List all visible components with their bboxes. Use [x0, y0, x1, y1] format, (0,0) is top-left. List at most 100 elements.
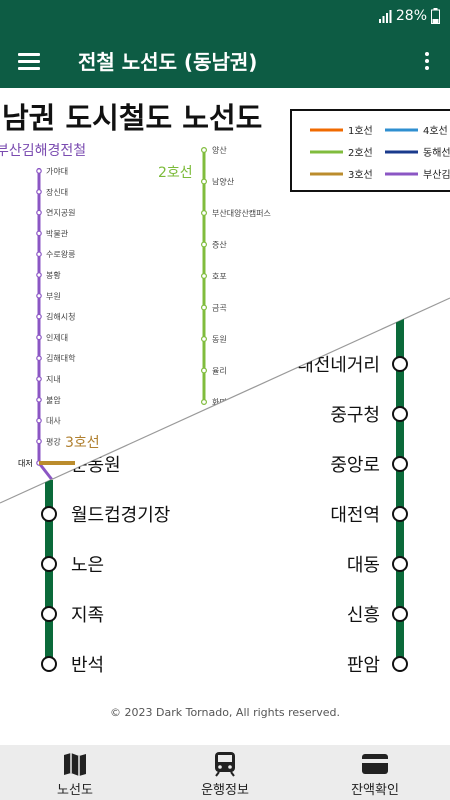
station-label[interactable]: 부원 — [46, 292, 61, 301]
station-label[interactable]: 동원 — [212, 335, 227, 344]
app-toolbar: 전철 노선도 (동남권) — [0, 34, 450, 88]
station-marker[interactable] — [36, 209, 42, 216]
station-marker[interactable] — [201, 273, 208, 280]
status-indicators: 28% — [378, 8, 440, 24]
legend-label: 1호선 — [348, 125, 373, 137]
zoom-station-marker[interactable] — [41, 656, 57, 672]
station-label[interactable]: 장신대 — [46, 187, 68, 197]
train-icon — [215, 752, 235, 777]
zoom-station-label[interactable]: 노은 — [71, 555, 104, 576]
station-label[interactable]: 평강 — [46, 436, 61, 446]
station-label[interactable]: 화명 — [212, 397, 227, 407]
station-marker[interactable] — [36, 272, 42, 278]
zoom-station-marker[interactable] — [392, 356, 408, 372]
signal-icon — [378, 10, 392, 23]
zoom-station-label[interactable]: 지족 — [71, 605, 104, 626]
zoom-station-marker[interactable] — [41, 606, 57, 622]
zoom-station-marker[interactable] — [392, 556, 408, 572]
station-label[interactable]: 대저 — [18, 459, 33, 468]
station-label[interactable]: 부산대양산캠퍼스 — [212, 208, 271, 218]
station-label[interactable]: 수로왕릉 — [46, 250, 75, 259]
station-label[interactable]: 금곡 — [212, 304, 227, 313]
zoom-station-label[interactable]: 월드컵경기장 — [71, 505, 170, 526]
station-label[interactable]: 남양산 — [212, 177, 235, 187]
station-label[interactable]: 김해시청 — [46, 312, 75, 322]
map-icon — [64, 753, 86, 776]
station-marker[interactable] — [36, 355, 42, 362]
zoom-station-label[interactable]: 대전역 — [330, 505, 380, 526]
station-marker[interactable] — [201, 304, 208, 311]
label-busan-gimhae-line: 부산김해경전철 — [0, 143, 86, 159]
station-label[interactable]: 양산 — [212, 145, 227, 155]
zoom-station-label[interactable]: 판암 — [347, 655, 380, 676]
nav-balance-check[interactable]: 잔액확인 — [300, 745, 450, 800]
nav-operation-info-label: 운행정보 — [201, 783, 249, 798]
card-icon — [362, 754, 388, 774]
station-marker[interactable] — [201, 241, 208, 248]
battery-icon — [431, 8, 440, 24]
zoom-station-marker[interactable] — [392, 406, 408, 422]
station-marker[interactable] — [36, 168, 42, 174]
station-marker[interactable] — [201, 178, 208, 185]
station-label[interactable]: 증산 — [212, 240, 227, 250]
station-marker[interactable] — [36, 438, 42, 445]
station-marker[interactable] — [36, 189, 42, 195]
station-label[interactable]: 가야대 — [46, 166, 68, 176]
station-label[interactable]: 지내 — [46, 375, 61, 384]
zoom-station-marker[interactable] — [392, 456, 408, 472]
station-label[interactable]: 불암 — [46, 395, 61, 405]
zoom-station-label[interactable]: 대동 — [347, 555, 380, 576]
station-marker[interactable] — [36, 396, 42, 403]
zoom-station-label[interactable]: 반석 — [71, 655, 104, 676]
map-legend: 1호선4호선2호선동해선3호선부산김해 — [290, 109, 450, 192]
station-marker[interactable] — [201, 399, 208, 406]
nav-operation-info[interactable]: 운행정보 — [150, 745, 300, 800]
station-label[interactable]: 박물관 — [46, 228, 69, 238]
station-marker[interactable] — [36, 376, 42, 382]
nav-map-label: 노선도 — [57, 783, 93, 798]
legend-label: 2호선 — [348, 147, 373, 159]
zoom-divider-line — [0, 297, 450, 504]
zoom-station-marker[interactable] — [392, 656, 408, 672]
legend-label: 동해선 — [423, 146, 450, 159]
bottom-navigation: 노선도 운행정보 잔액확인 — [0, 745, 450, 800]
zoom-station-marker[interactable] — [392, 606, 408, 622]
station-label[interactable]: 봉황 — [46, 270, 61, 280]
busan-gimhae-line-ext — [37, 462, 55, 482]
station-marker[interactable] — [201, 146, 208, 153]
station-marker[interactable] — [36, 334, 42, 341]
station-marker[interactable] — [201, 209, 208, 216]
station-label[interactable]: 호포 — [212, 272, 227, 281]
zoom-station-label[interactable]: 중앙로 — [330, 455, 380, 476]
zoom-inset-background — [0, 298, 450, 745]
zoom-station-label[interactable]: 중구청 — [330, 405, 380, 426]
nav-map[interactable]: 노선도 — [0, 745, 150, 800]
station-label[interactable]: 연지공원 — [46, 209, 75, 218]
legend-label: 부산김해 — [423, 168, 450, 181]
more-vert-icon[interactable] — [416, 46, 438, 76]
station-label[interactable]: 인제대 — [46, 332, 68, 342]
station-marker[interactable] — [36, 251, 42, 258]
station-label[interactable]: 김해대학 — [46, 353, 76, 363]
station-label[interactable]: 대사 — [46, 417, 61, 426]
zoom-station-label[interactable]: 운동원 — [71, 455, 121, 476]
label-line-2: 2호선 — [158, 165, 193, 181]
hamburger-menu-icon[interactable] — [14, 46, 46, 76]
zoom-station-label[interactable]: 대전네거리 — [297, 355, 380, 376]
copyright-text: © 2023 Dark Tornado, All rights reserved… — [110, 706, 340, 719]
zoom-station-marker[interactable] — [392, 506, 408, 522]
station-marker[interactable] — [36, 313, 42, 320]
station-marker[interactable] — [201, 367, 208, 374]
station-label[interactable]: 율리 — [212, 367, 227, 376]
station-marker[interactable] — [201, 336, 208, 343]
station-marker[interactable] — [36, 417, 42, 424]
zoom-station-marker[interactable] — [41, 556, 57, 572]
zoom-station-label[interactable]: 신흥 — [347, 605, 380, 626]
zoom-station-marker[interactable] — [41, 506, 57, 522]
battery-percentage: 28% — [395, 8, 427, 24]
nav-balance-check-label: 잔액확인 — [351, 783, 399, 798]
station-marker[interactable] — [36, 293, 42, 299]
station-marker[interactable] — [36, 230, 42, 237]
